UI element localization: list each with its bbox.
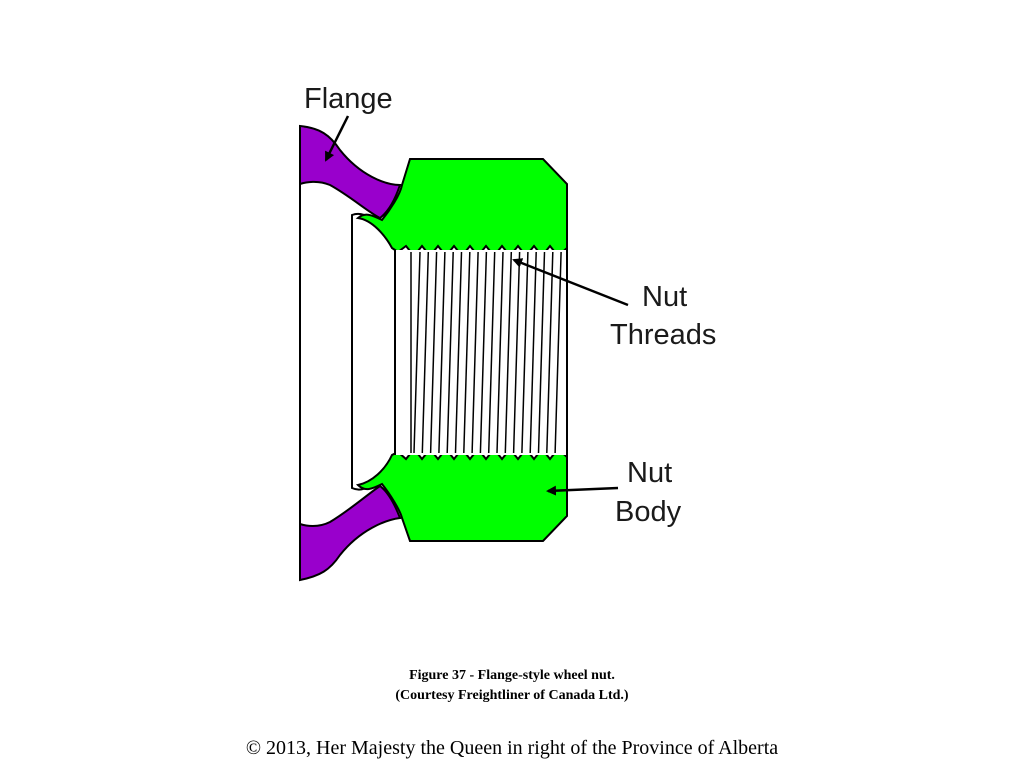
thread-line — [421, 251, 430, 454]
thread-line — [487, 251, 496, 454]
nut-body-lower — [355, 447, 568, 542]
flange-lower — [299, 484, 402, 582]
thread-line — [529, 251, 537, 454]
flange-callout-arrow — [324, 115, 350, 162]
nut-threads-label-line2: Threads — [610, 319, 716, 351]
thread-line — [413, 251, 421, 454]
nut-body-label-line2: Body — [615, 496, 682, 528]
nut-body-label-line1: Nut — [627, 457, 672, 489]
thread-line — [463, 251, 471, 454]
nut-seat-face — [351, 212, 396, 491]
flange-label: Flange — [304, 83, 393, 115]
nut-body-callout-arrow — [546, 485, 619, 496]
thread-line — [429, 251, 438, 454]
nut-body-upper — [355, 158, 568, 258]
thread-line — [496, 251, 504, 454]
thread-line — [521, 251, 529, 454]
copyright-notice: © 2013, Her Majesty the Queen in right o… — [245, 737, 779, 759]
figure-caption: Figure 37 - Flange-style wheel nut. — [409, 668, 615, 683]
thread-line — [446, 251, 454, 454]
thread-line — [454, 251, 463, 454]
flange-upper — [299, 124, 402, 220]
nut-threads-callout-arrow — [512, 258, 629, 307]
thread-line — [471, 251, 479, 454]
thread-lines — [413, 251, 562, 454]
thread-line — [479, 251, 488, 454]
thread-line — [512, 251, 521, 454]
thread-line — [504, 251, 513, 454]
nut-threads-label-line1: Nut — [642, 281, 687, 313]
thread-line — [438, 251, 446, 454]
figure-courtesy: (Courtesy Freightliner of Canada Ltd.) — [395, 688, 629, 703]
thread-line — [554, 251, 562, 454]
thread-line — [546, 251, 554, 454]
thread-line — [537, 251, 546, 454]
